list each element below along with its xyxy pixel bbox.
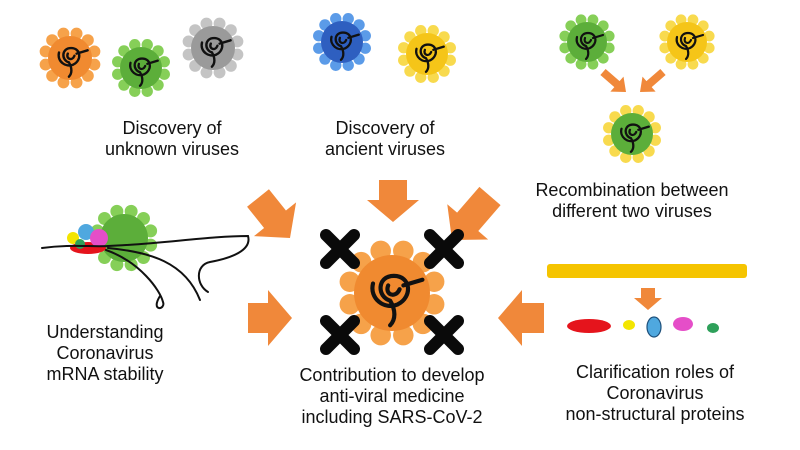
nsp-yellow — [623, 320, 635, 330]
blocker-stroke — [424, 315, 464, 355]
virus-blue — [313, 13, 371, 71]
virus-yellow-parent — [659, 14, 715, 70]
nsp-red — [567, 319, 611, 333]
protein-magenta-blob — [90, 229, 108, 247]
blocker-stroke — [320, 315, 360, 355]
arrow-bar-to-proteins — [634, 288, 662, 310]
virus-green-parent — [559, 14, 615, 70]
mrna-strands — [41, 234, 250, 309]
arrow-from-right — [498, 290, 544, 346]
blocker-x — [424, 229, 464, 269]
extras-layer — [41, 224, 747, 338]
blocker-stroke — [424, 229, 464, 269]
rna-squiggle — [200, 36, 232, 68]
protein-blue-blob — [78, 224, 94, 240]
nsp-magenta — [673, 317, 693, 331]
blocker-stroke — [320, 229, 360, 269]
rna-squiggle — [370, 273, 425, 328]
rna-squiggle — [620, 123, 650, 154]
rna-squiggle — [415, 43, 445, 74]
virus-orange — [39, 27, 101, 89]
virus-recombinant — [603, 105, 661, 163]
blocker-x — [424, 315, 464, 355]
virus-body — [100, 214, 148, 262]
rna-squiggle — [330, 31, 360, 62]
arrow-down-center — [367, 180, 419, 222]
nsp-green — [707, 323, 719, 333]
arrow-from-top-right — [447, 186, 501, 240]
arrow-from-top-left — [247, 189, 297, 238]
virus-yellow-ancient — [398, 25, 456, 83]
rna-squiggle — [675, 31, 705, 61]
virus-gray — [182, 17, 244, 79]
viruses-layer — [39, 13, 715, 355]
arrows-layer — [247, 68, 666, 346]
virus-green — [112, 39, 170, 97]
blocker-x — [320, 315, 360, 355]
rna-squiggle — [575, 31, 605, 61]
nsp-blue — [646, 316, 662, 338]
arrow-recomb-right — [640, 68, 666, 92]
arrow-recomb-left — [600, 68, 626, 92]
rna-squiggle — [57, 46, 89, 78]
genome-bar — [547, 264, 747, 278]
blocker-x — [320, 229, 360, 269]
protein-green-blob — [75, 239, 85, 249]
arrow-from-left — [248, 290, 292, 346]
rna-squiggle — [129, 57, 159, 88]
